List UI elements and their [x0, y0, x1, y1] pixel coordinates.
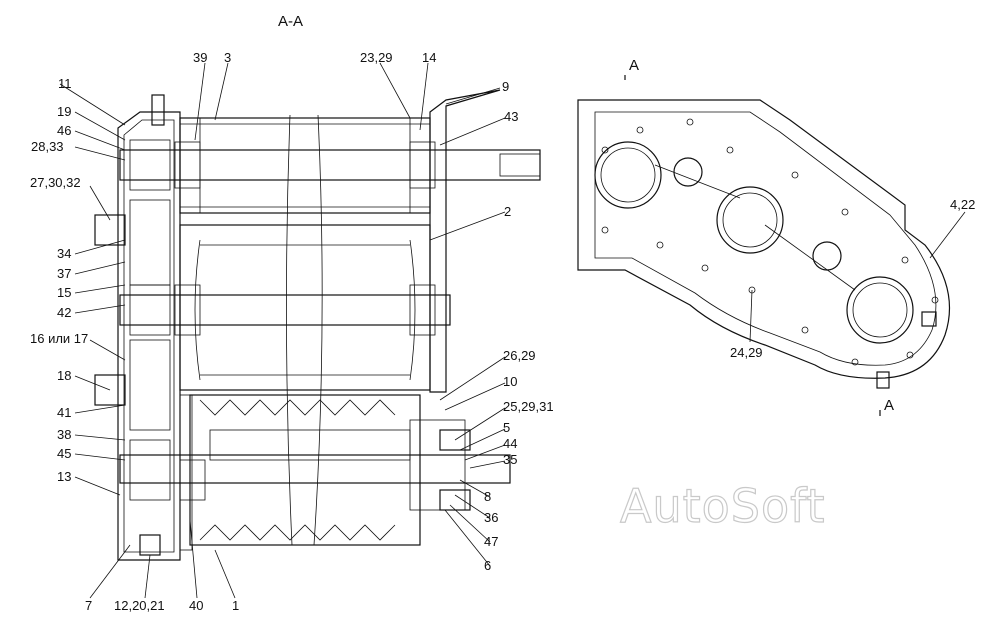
callout-label: 1 — [232, 598, 239, 613]
housing-outline — [577, 99, 951, 379]
leader-lines — [59, 62, 966, 599]
callout-label: 3 — [224, 50, 231, 65]
lower-shaft — [119, 454, 511, 484]
callout-label: 9 — [502, 79, 509, 94]
callout-label: 15 — [57, 285, 71, 300]
callout-label: 14 — [422, 50, 436, 65]
callout-label: 11 — [58, 76, 72, 91]
callout-label: 45 — [57, 446, 71, 461]
callout-label: 16 или 17 — [30, 331, 88, 346]
callout-label: 24,29 — [730, 345, 763, 360]
middle-shaft — [119, 294, 451, 326]
upper-bore — [594, 141, 662, 209]
callout-label: 42 — [57, 305, 71, 320]
callout-label: 28,33 — [31, 139, 64, 154]
callout-label: 6 — [484, 558, 491, 573]
callout-label: 19 — [57, 104, 71, 119]
callout-label: 38 — [57, 427, 71, 442]
callout-label: 39 — [193, 50, 207, 65]
callout-label: 36 — [484, 510, 498, 525]
callout-label: 40 — [189, 598, 203, 613]
callout-label: 18 — [57, 368, 71, 383]
callout-label: 13 — [57, 469, 71, 484]
section-view — [94, 89, 541, 561]
idler-lower — [812, 241, 842, 271]
callout-label: 43 — [504, 109, 518, 124]
callout-label: 10 — [503, 374, 517, 389]
upper-shaft — [119, 149, 541, 181]
lower-drum — [189, 394, 421, 546]
callout-label: 46 — [57, 123, 71, 138]
callout-label: 35 — [503, 452, 517, 467]
callout-label: 23,29 — [360, 50, 393, 65]
lower-bore — [846, 276, 914, 344]
upper-drum — [179, 117, 431, 214]
callout-label: 7 — [85, 598, 92, 613]
callout-label: 27,30,32 — [30, 175, 81, 190]
callout-label: 5 — [503, 420, 510, 435]
callout-label: 44 — [503, 436, 517, 451]
callout-label: 2 — [504, 204, 511, 219]
callout-label: 4,22 — [950, 197, 975, 212]
callout-label: 8 — [484, 489, 491, 504]
callout-label: 41 — [57, 405, 71, 420]
callout-label: 34 — [57, 246, 71, 261]
housing-wall-right — [429, 89, 501, 393]
section-mark-bottom: А — [884, 397, 894, 414]
section-title: А-А — [278, 13, 303, 30]
side-view — [577, 75, 951, 416]
callout-label: 12,20,21 — [114, 598, 165, 613]
callout-label: 26,29 — [503, 348, 536, 363]
section-mark-top: А — [629, 57, 639, 74]
callout-label: 47 — [484, 534, 498, 549]
callout-label: 25,29,31 — [503, 399, 554, 414]
callout-label: 37 — [57, 266, 71, 281]
watermark-text: AutoSoft — [620, 479, 826, 533]
housing-cover-left — [117, 111, 181, 561]
middle-bore — [716, 186, 784, 254]
middle-drum — [179, 224, 431, 391]
